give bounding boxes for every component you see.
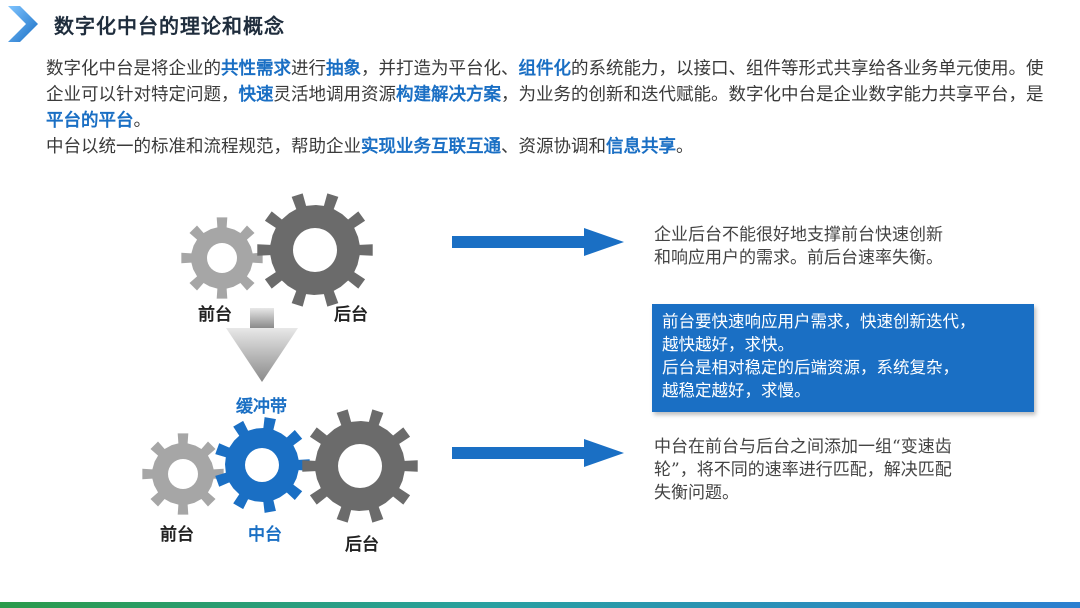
highlight-term: 信息共享 xyxy=(606,137,676,157)
title-chevron-icon xyxy=(8,6,38,42)
desc-bottom-line: 轮”，将不同的速率进行匹配，解决匹配 xyxy=(654,460,952,480)
highlight-term: 构建解决方案 xyxy=(396,85,501,105)
intro-run: 数字化中台是将企业的 xyxy=(46,59,221,79)
label-bottom-front: 前台 xyxy=(160,525,194,545)
label-buffer: 缓冲带 xyxy=(236,397,287,417)
box-line: 后台是相对稳定的后端资源，系统复杂， xyxy=(662,358,959,377)
intro-run: 进行 xyxy=(291,59,326,79)
desc-bottom-line: 失衡问题。 xyxy=(654,483,739,503)
highlight-term: 组件化 xyxy=(518,59,572,79)
intro-text: 数字化中台是将企业的共性需求进行抽象，并打造为平台化、组件化的系统能力，以接口、… xyxy=(46,56,1046,160)
intro-run: 。 xyxy=(133,111,152,131)
intro-run: ，为业务的创新和迭代赋能。数字化中台是企业数字能力共享平台，是 xyxy=(501,85,1044,105)
intro-paragraph-2: 中台以统一的标准和流程规范，帮助企业实现业务互联互通、资源协调和信息共享。 xyxy=(46,134,1046,160)
box-line: 前台要快速响应用户需求，快速创新迭代， xyxy=(662,312,976,331)
highlight-term: 快速 xyxy=(238,85,274,105)
label-top-back: 后台 xyxy=(334,305,368,325)
intro-run: 灵活地调用资源 xyxy=(273,85,397,105)
intro-run: ，并打造为平台化、 xyxy=(361,59,519,79)
desc-top-line: 企业后台不能很好地支撑前台快速创新 xyxy=(654,225,943,245)
highlight-box: 前台要快速响应用户需求，快速创新迭代， 越快越好，求快。 后台是相对稳定的后端资… xyxy=(652,304,1034,412)
desc-bottom: 中台在前台与后台之间添加一组“变速齿 轮”，将不同的速率进行匹配，解决匹配 失衡… xyxy=(654,436,952,505)
label-bottom-middle: 中台 xyxy=(248,525,282,545)
highlight-term: 抽象 xyxy=(326,59,361,79)
desc-top-line: 和响应用户的需求。前后台速率失衡。 xyxy=(654,248,943,268)
footer-bar xyxy=(0,602,1080,608)
intro-run: 的系统能力，以接口、组件等形式共享给各业务单元使用。使企业可以针对特定问题， xyxy=(46,59,1044,105)
right-arrow-icon-top xyxy=(452,228,624,256)
intro-run: 。 xyxy=(676,137,694,157)
gear-icon-top-back xyxy=(257,193,373,307)
gear-icon-bottom-front xyxy=(142,433,224,515)
highlight-term: 共性需求 xyxy=(221,59,291,79)
intro-run: 、资源协调和 xyxy=(501,137,606,157)
box-line: 越快越好，求快。 xyxy=(662,335,794,354)
desc-bottom-line: 中台在前台与后台之间添加一组“变速齿 xyxy=(654,437,952,457)
label-bottom-back: 后台 xyxy=(345,535,379,555)
down-arrow-icon xyxy=(226,308,298,382)
gear-icon-bottom-middle xyxy=(215,417,310,513)
box-line: 越稳定越好，求慢。 xyxy=(662,381,811,400)
page-title: 数字化中台的理论和概念 xyxy=(54,14,285,38)
intro-run: 中台以统一的标准和流程规范，帮助企业 xyxy=(46,137,361,157)
right-arrow-icon-bottom xyxy=(452,439,624,467)
gear-icon-top-front xyxy=(181,217,263,299)
highlight-term: 实现业务互联互通 xyxy=(361,137,501,157)
intro-paragraph-1: 数字化中台是将企业的共性需求进行抽象，并打造为平台化、组件化的系统能力，以接口、… xyxy=(46,56,1046,134)
desc-top: 企业后台不能很好地支撑前台快速创新 和响应用户的需求。前后台速率失衡。 xyxy=(654,224,943,270)
label-top-front: 前台 xyxy=(198,305,232,325)
gear-icon-bottom-back xyxy=(302,409,418,523)
highlight-term: 平台的平台 xyxy=(46,111,134,131)
